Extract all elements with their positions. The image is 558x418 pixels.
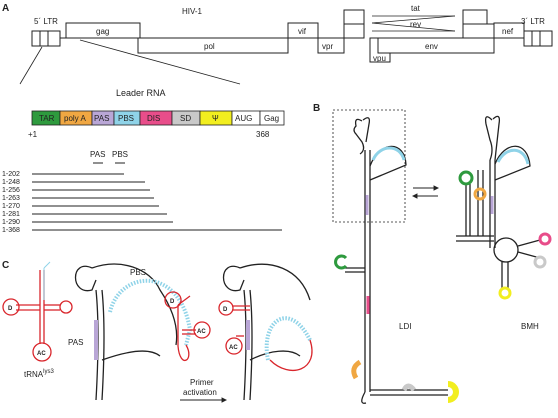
vpr-box (317, 37, 345, 54)
fragment-label: 1-368 (2, 227, 20, 234)
vpu-label: vpu (373, 54, 386, 63)
fragment-label: 1-281 (2, 211, 20, 218)
gag-label: gag (96, 27, 109, 36)
zoom-line-left (19, 46, 43, 85)
aug-label: AUG (235, 114, 252, 123)
ldi-pbs-mark (371, 146, 406, 161)
pbs-label: PBS (118, 114, 134, 123)
bmh-pbs-mark (496, 148, 530, 165)
leader-end: 368 (256, 130, 270, 139)
dis-label: DIS (147, 114, 160, 123)
ltr5-label: 5´ LTR (34, 17, 58, 26)
equilibrium-arrows (411, 185, 440, 199)
env-label: env (425, 42, 438, 51)
fragment-label: 1-290 (2, 219, 20, 226)
fragment-label: 1-256 (2, 187, 20, 194)
bmh-tar-mark (458, 170, 474, 186)
rev-label: rev (410, 20, 421, 29)
ldi-label: LDI (399, 322, 411, 331)
fragment-label: 1-202 (2, 171, 20, 178)
tat-exon2-box (462, 9, 488, 25)
bmh-label: BMH (521, 322, 539, 331)
right-d-text: D (223, 307, 228, 313)
trna-ac-loop (32, 342, 52, 362)
marker-pbs-label: PBS (112, 150, 128, 159)
genome-labels: 5´ LTR 3´ LTR gag pol vif vpr tat rev vp… (34, 4, 545, 63)
env-box (377, 37, 495, 54)
marker-pas-label: PAS (90, 150, 105, 159)
trna-ac-text: AC (37, 351, 46, 357)
genome-map (31, 9, 553, 63)
left-pbs-label: PBS (130, 268, 146, 277)
leader-rna-bar (31, 110, 285, 126)
tat-exon1-box (343, 9, 365, 25)
left-trna-bound (164, 291, 211, 361)
left-ac-text: AC (197, 329, 206, 335)
ldi-sd-mark (401, 383, 416, 392)
pol-box (137, 37, 289, 54)
bmh-structure (456, 115, 541, 288)
fragment-label: 1-263 (2, 195, 20, 202)
polya-label: poly A (64, 114, 86, 123)
trna-cloverleaf (2, 270, 73, 362)
bmh-colored-domains (458, 148, 552, 300)
fragment-labels: 1-202 1-248 1-256 1-263 1-270 1-281 1-29… (2, 171, 20, 234)
annealing-complex-right (222, 263, 311, 401)
ltr3-label: 3´ LTR (521, 17, 545, 26)
rev-exon2-box (462, 23, 495, 39)
genome-title: HIV-1 (182, 7, 203, 16)
trna-label: tRNAlys3 (24, 369, 54, 379)
ldi-structure (345, 117, 448, 404)
gag-box (65, 22, 141, 39)
leader-title: Leader RNA (116, 88, 166, 98)
ldi-colored-domains (334, 146, 459, 403)
bmh-polya-mark (473, 187, 487, 201)
bmh-sd-mark (533, 255, 547, 269)
activation-arrow (180, 397, 228, 403)
zoom-line-right (79, 39, 241, 85)
leader-start: +1 (28, 130, 38, 139)
left-d-text: D (170, 299, 175, 305)
tar-label: TAR (39, 114, 55, 123)
nef-label: nef (502, 27, 514, 36)
panel-b-label: B (313, 103, 320, 114)
vif-box (287, 22, 319, 39)
right-trna-bound (218, 300, 313, 371)
bmh-psi-mark (498, 286, 512, 300)
activation-label: activation (183, 388, 217, 397)
vif-label: vif (298, 27, 307, 36)
right-ac-text: AC (229, 345, 238, 351)
ldi-top-loop-right (362, 117, 371, 143)
left-pbs-mark (108, 278, 193, 346)
tat-label: tat (411, 4, 421, 13)
bmh-dis-mark (538, 232, 552, 246)
panel-a-label: A (2, 3, 9, 14)
ldi-top-loop (353, 118, 365, 155)
rev-exon1-box (343, 23, 365, 39)
trna-d-text: D (8, 306, 13, 312)
sd-label: SD (180, 114, 191, 123)
trna-acceptor-stem (43, 261, 51, 300)
gag-segment (259, 110, 285, 126)
fragment-label: 1-248 (2, 179, 20, 186)
ldi-psi-mark (447, 381, 459, 403)
panel-c-label: C (2, 260, 9, 271)
ltr5-box (31, 30, 61, 47)
pas-label: PAS (94, 114, 109, 123)
ltr3-box (523, 30, 553, 47)
trna-d-loop (2, 298, 20, 316)
ldi-tar-mark (334, 254, 348, 270)
left-pas-label: PAS (68, 338, 83, 347)
gag-seg-label: Gag (264, 114, 279, 123)
fragment-lines (32, 173, 282, 231)
pol-label: pol (204, 42, 215, 51)
fragment-label: 1-270 (2, 203, 20, 210)
primer-label: Primer (190, 378, 214, 387)
psi-label: Ψ (212, 114, 219, 123)
right-pbs-mark (264, 316, 312, 361)
ldi-polya-mark (351, 359, 362, 380)
leader-segment-labels: TAR poly A PAS PBS DIS SD Ψ AUG Gag (39, 114, 279, 123)
vpr-label: vpr (322, 42, 333, 51)
